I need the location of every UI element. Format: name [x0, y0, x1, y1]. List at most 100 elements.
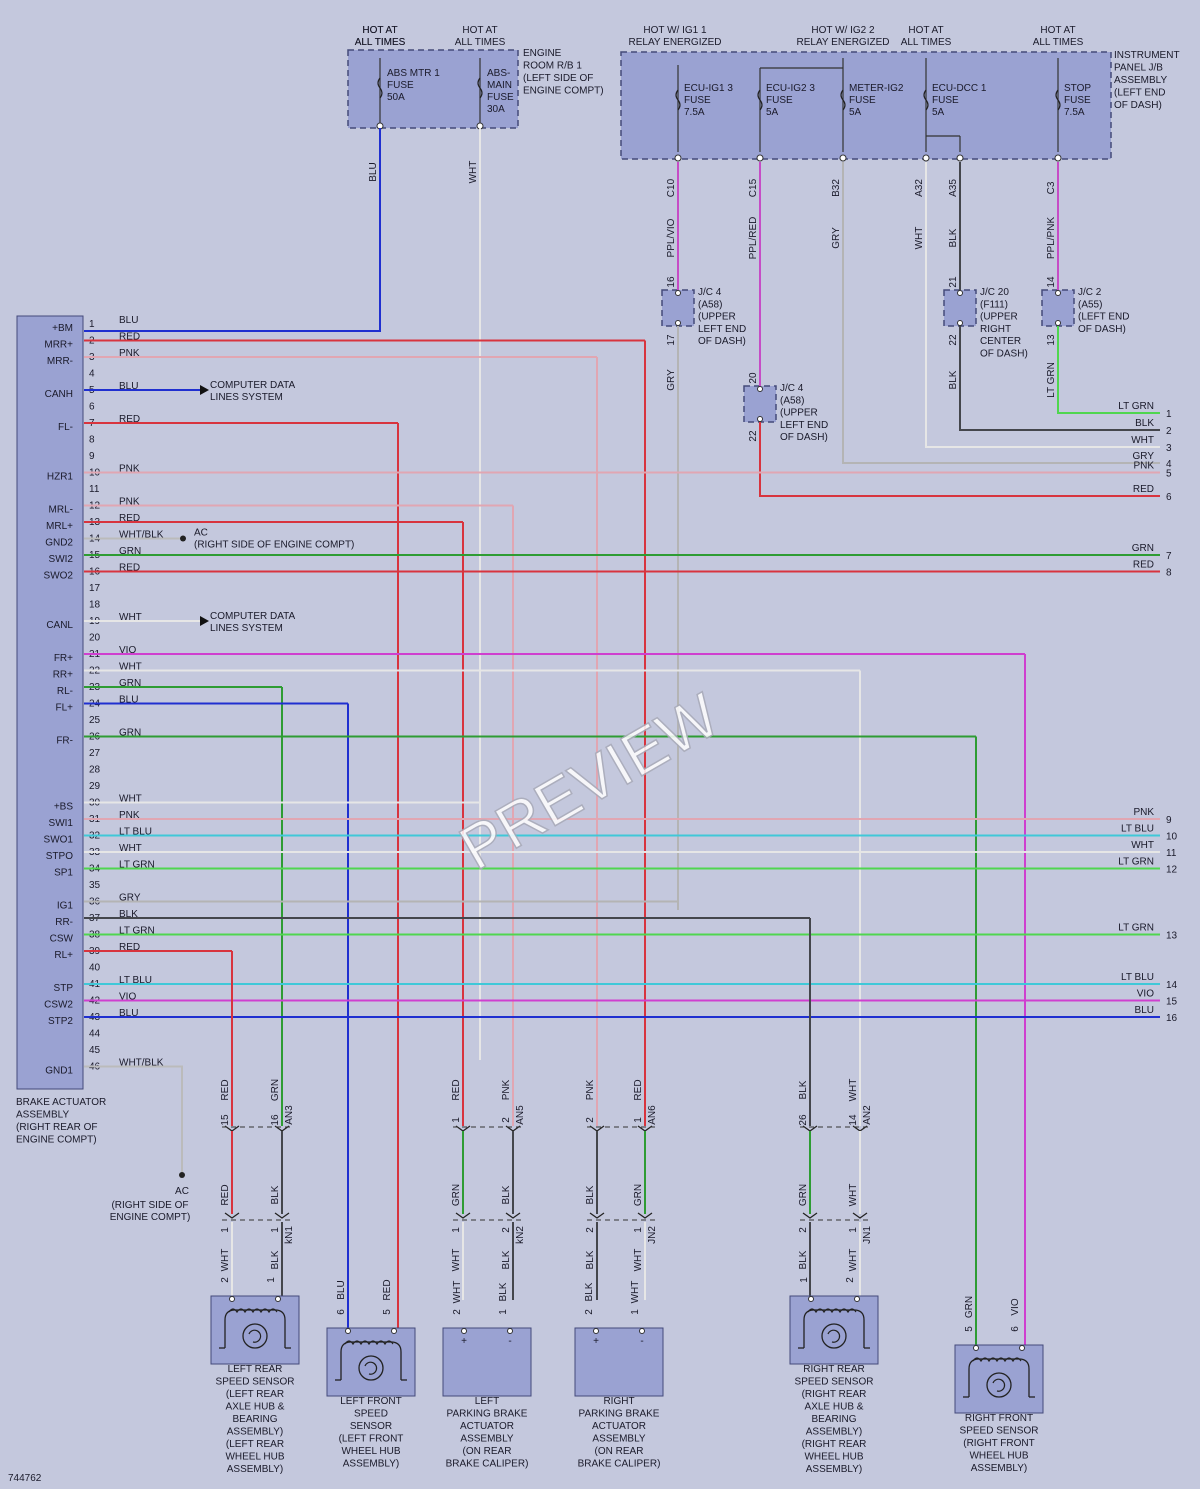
component-box — [442, 1327, 532, 1397]
fuse-symbol — [477, 77, 483, 99]
component-label: LEFT — [475, 1396, 499, 1407]
ground-icon — [179, 1172, 185, 1178]
fuse-label: ECU-IG2 3 — [766, 83, 815, 94]
wire-color-label: GRN — [964, 1296, 975, 1318]
component-label: ASSEMBLY) — [806, 1464, 863, 1475]
wire-color-label: BLK — [1135, 418, 1154, 429]
component-label: BEARING — [811, 1414, 856, 1425]
wire-color-label: WHT — [1131, 435, 1154, 446]
connector-pin: 2 — [585, 1117, 596, 1123]
connector-pin: B32 — [831, 179, 842, 197]
component-pin: 2 — [584, 1309, 595, 1315]
brake-actuator-label: ASSEMBLY — [16, 1110, 69, 1121]
terminal — [854, 1296, 860, 1302]
component-pin: 2 — [452, 1309, 463, 1315]
wire-color-label: PPL/RED — [748, 217, 759, 260]
actuator-pin-number: 11 — [89, 484, 100, 495]
wire-color-label: BLK — [585, 1250, 596, 1269]
terminal — [756, 154, 764, 162]
connector-pin: 1 — [220, 1227, 231, 1233]
wire-color-label: BLU — [368, 162, 379, 181]
connector-pin: 1 — [848, 1227, 859, 1233]
component-label: (RIGHT REAR — [802, 1439, 867, 1450]
brake-actuator-label: BRAKE ACTUATOR — [16, 1097, 106, 1108]
terminal — [675, 290, 681, 296]
actuator-pin-name: +BM — [52, 323, 73, 334]
arrow-icon — [200, 385, 209, 395]
instrument-panel-label: ASSEMBLY — [1114, 75, 1167, 86]
wire-color-label: VIO — [1137, 989, 1154, 1000]
wire-color-label: WHT — [630, 1281, 641, 1304]
fuse-label: FUSE — [766, 95, 793, 106]
actuator-pin-name: RR+ — [53, 670, 73, 681]
connector-symbol — [224, 1212, 240, 1219]
wire-color-label: RED — [220, 1184, 231, 1205]
junction-label: RIGHT — [980, 324, 1011, 335]
actuator-pin-name: CANL — [46, 620, 73, 631]
actuator-pin-number: 27 — [89, 748, 101, 759]
hot-label: HOT AT — [362, 25, 397, 36]
junction-label: OF DASH) — [980, 349, 1028, 360]
actuator-pin-name: SWO1 — [44, 835, 74, 846]
connector-symbol — [802, 1212, 818, 1219]
junction-label: J/C 20 — [980, 287, 1009, 298]
actuator-pin-number: 40 — [89, 963, 101, 974]
actuator-pin-name: FL+ — [55, 703, 73, 714]
connector-pin: C3 — [1046, 181, 1057, 194]
wire-color-label: WHT — [119, 794, 142, 805]
hot-label: ALL TIMES — [901, 37, 952, 48]
wire-color-label: RED — [1133, 484, 1154, 495]
wire-color-label: WHT — [119, 843, 142, 854]
arrow-icon — [200, 616, 209, 626]
component-pin: 1 — [799, 1277, 810, 1283]
actuator-pin-number: 25 — [89, 715, 101, 726]
component-label: ASSEMBLY) — [227, 1427, 284, 1438]
junction-label: (A58) — [780, 395, 804, 406]
connector-code: JN2 — [647, 1226, 658, 1244]
fuse-symbol — [377, 77, 383, 99]
connector-pin: 2 — [501, 1227, 512, 1233]
fuse-label: 5A — [849, 107, 862, 118]
actuator-pin-name: SWO2 — [44, 571, 74, 582]
connector-pin: 17 — [666, 334, 677, 346]
component-pin: 6 — [1010, 1326, 1021, 1332]
hot-label: HOT W/ IG2 2 — [811, 25, 875, 36]
engine-room-label: ROOM R/B 1 — [523, 61, 582, 72]
component-label: ACTUATOR — [460, 1421, 514, 1432]
output-number: 9 — [1166, 815, 1172, 826]
connector-pin: 2 — [798, 1227, 809, 1233]
connector-code: AN5 — [515, 1105, 526, 1125]
terminal — [593, 1328, 599, 1334]
junction-label: OF DASH) — [1078, 324, 1126, 335]
wire-color-label: PNK — [119, 810, 140, 821]
junction-label: J/C 4 — [698, 287, 722, 298]
component-label: AXLE HUB & — [226, 1402, 285, 1413]
wire-color-label: LT GRN — [119, 926, 155, 937]
wire-color-label: BLK — [270, 1250, 281, 1269]
wire-color-label: RED — [119, 332, 140, 343]
wire-color-label: GRY — [1133, 451, 1155, 462]
actuator-pin-number: 6 — [89, 402, 95, 413]
component-label: ASSEMBLY — [592, 1434, 645, 1445]
connector-code: JN1 — [862, 1226, 873, 1244]
hot-label: ALL TIMES — [1033, 37, 1084, 48]
wire-color-label: WHT — [220, 1249, 231, 1272]
wire-red-6 — [759, 422, 1160, 497]
connector-pin: A35 — [948, 179, 959, 197]
polarity-minus: - — [508, 1336, 511, 1347]
junction-label: LEFT END — [698, 324, 746, 335]
wire-color-label: PNK — [119, 497, 140, 508]
component-label: LEFT REAR — [228, 1364, 283, 1375]
wire-color-label: RED — [119, 513, 140, 524]
actuator-pin-name: IG1 — [57, 901, 74, 912]
wire-ltgrn-1 — [1057, 326, 1160, 414]
ground-label: AC — [175, 1186, 189, 1197]
terminal — [674, 154, 682, 162]
component-pin: 1 — [266, 1277, 277, 1283]
computer-data-label: LINES SYSTEM — [210, 392, 283, 403]
connector-symbol — [505, 1212, 521, 1219]
hot-label: HOT AT — [908, 25, 943, 36]
component-pin: 1 — [630, 1309, 641, 1315]
terminal — [345, 1328, 351, 1334]
wire-color-label: PNK — [1133, 461, 1154, 472]
